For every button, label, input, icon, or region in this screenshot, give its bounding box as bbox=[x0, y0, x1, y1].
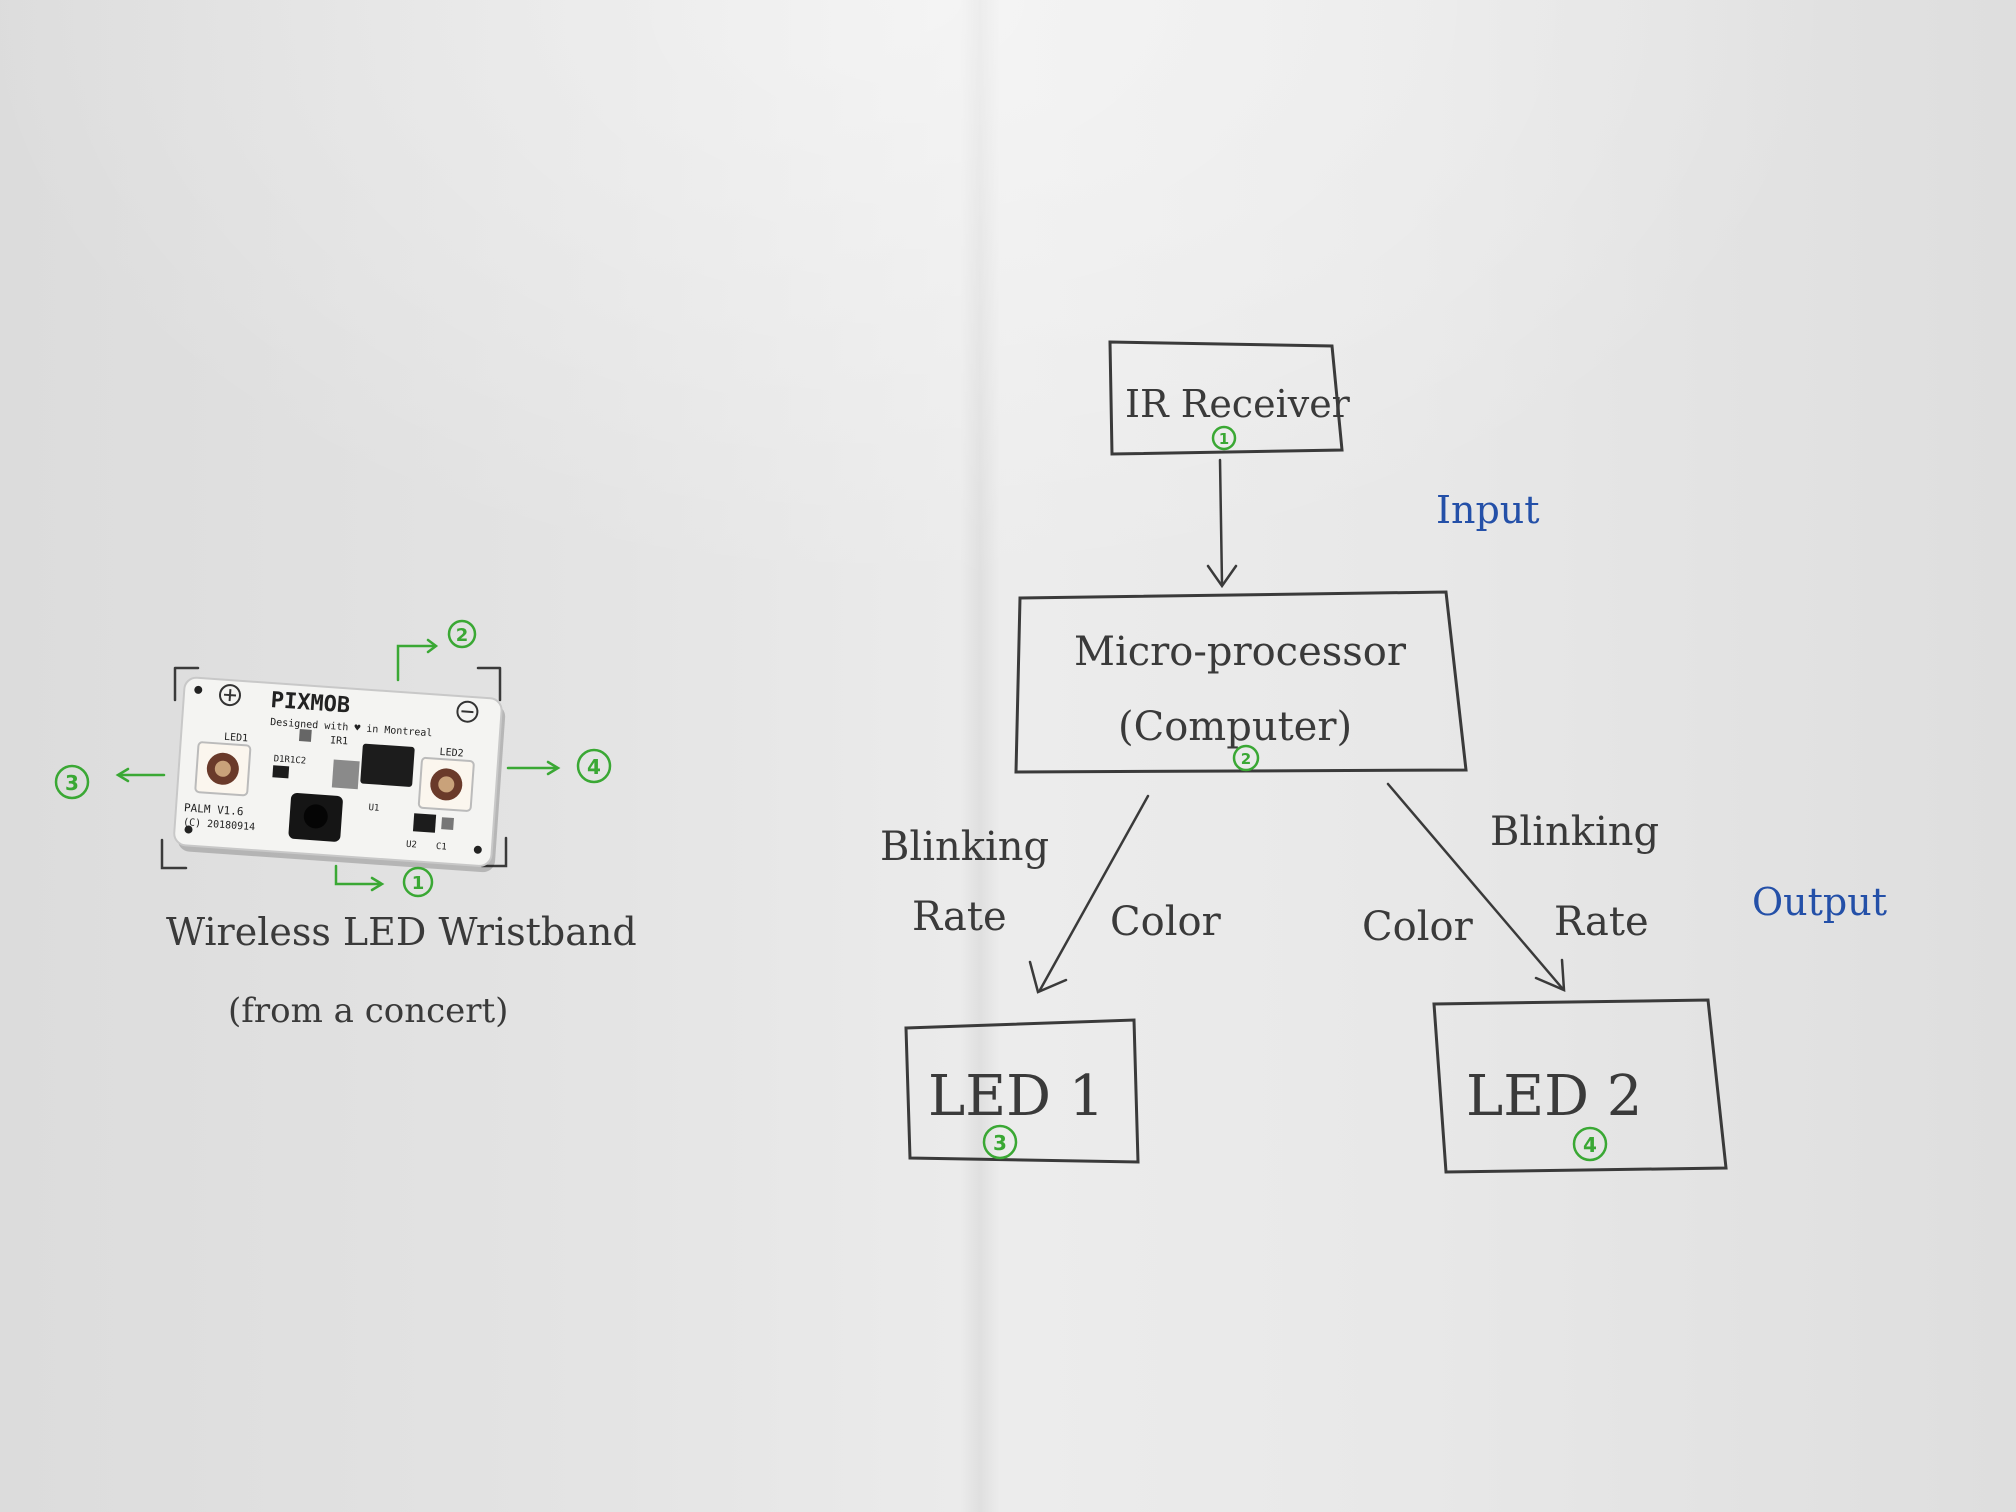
led2-label: LED 2 bbox=[1466, 1064, 1642, 1129]
ir1-silk: IR1 bbox=[330, 735, 349, 747]
marker-1-diagram: 1 bbox=[1219, 430, 1229, 448]
marker-3-device: 3 bbox=[65, 771, 79, 795]
minus-pad-icon bbox=[456, 700, 479, 723]
led1-silk: LED1 bbox=[224, 732, 249, 745]
mcu-chip bbox=[360, 743, 415, 787]
ir-receiver-label: IR Receiver bbox=[1125, 382, 1351, 426]
arrow-to-2 bbox=[396, 644, 436, 682]
u2-silk: U2 bbox=[406, 840, 418, 851]
arrow-processor-to-led2 bbox=[1386, 782, 1564, 990]
left-color-label: Color bbox=[1110, 899, 1222, 945]
led1-label: LED 1 bbox=[928, 1064, 1104, 1129]
plus-pad-icon bbox=[219, 684, 242, 707]
right-rate-label-line2: Rate bbox=[1554, 899, 1649, 945]
marker-4-diagram: 4 bbox=[1583, 1133, 1597, 1157]
copyright-silk: (C) 20180914 bbox=[183, 817, 256, 833]
d1r1c2-silk: D1R1C2 bbox=[273, 754, 306, 766]
model-silk: PALM V1.6 bbox=[184, 801, 244, 818]
led2-box bbox=[1432, 998, 1728, 1174]
left-rate-label-line1: Blinking bbox=[880, 824, 1049, 870]
marker-1-device: 1 bbox=[412, 873, 425, 894]
processor-box bbox=[1014, 590, 1468, 774]
arrow-processor-to-led1 bbox=[1038, 794, 1150, 992]
paper-fold bbox=[960, 0, 1000, 1512]
processor-label-line2: (Computer) bbox=[1118, 704, 1352, 750]
right-color-label: Color bbox=[1362, 904, 1474, 950]
right-rate-label-line1: Blinking bbox=[1490, 809, 1659, 855]
bracket-top-right bbox=[476, 666, 502, 702]
brand-text: PIXMOB bbox=[270, 688, 351, 718]
processor-label-line1: Micro-processor bbox=[1074, 629, 1407, 675]
bracket-top-left bbox=[173, 666, 200, 702]
arrow-to-1 bbox=[334, 864, 382, 886]
marker-3-diagram: 3 bbox=[993, 1131, 1007, 1155]
block-diagram: IR Receiver 1 Input Micro-processor (Com… bbox=[880, 340, 1887, 1174]
bracket-bottom-left bbox=[160, 838, 188, 870]
marker-2-device: 2 bbox=[456, 625, 469, 646]
ir-receiver-box bbox=[1108, 340, 1344, 456]
bracket-bottom-right bbox=[480, 836, 508, 868]
left-rate-label-line2: Rate bbox=[912, 894, 1007, 940]
light-shade bbox=[0, 0, 2016, 700]
input-label: Input bbox=[1436, 488, 1540, 532]
arrow-ir-to-processor bbox=[1218, 458, 1224, 586]
c1-silk: C1 bbox=[436, 842, 448, 853]
u1-silk: U1 bbox=[368, 803, 380, 814]
marker-4-device: 4 bbox=[587, 755, 601, 779]
led1-box bbox=[904, 1018, 1140, 1164]
device-caption-line1: Wireless LED Wristband bbox=[166, 910, 637, 954]
marker-2-diagram: 2 bbox=[1241, 750, 1251, 768]
led2-silk: LED2 bbox=[439, 747, 464, 760]
output-label: Output bbox=[1752, 880, 1887, 924]
device: PIXMOB Designed with ♥ in Montreal LED1 … bbox=[54, 619, 637, 1031]
device-caption-line2: (from a concert) bbox=[228, 991, 508, 1031]
